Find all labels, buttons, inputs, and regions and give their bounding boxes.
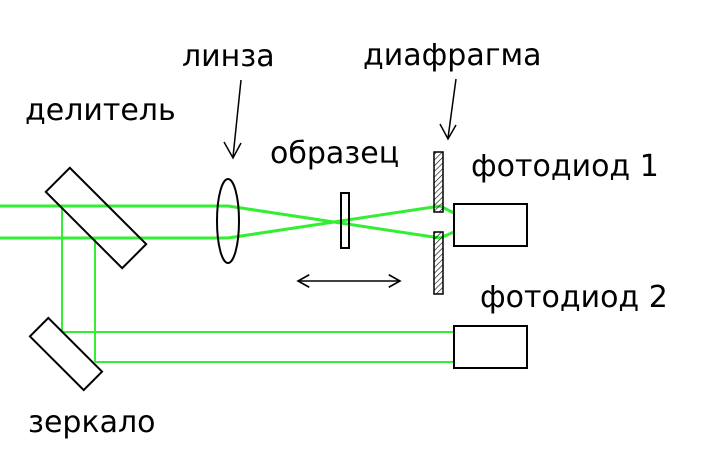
label-sample: образец <box>270 136 399 171</box>
beam-lower-focused <box>227 204 441 240</box>
diaphragm-lower-blade <box>433 231 444 295</box>
lens-pointer-arrow <box>223 79 242 160</box>
beam-splitter <box>44 166 148 270</box>
diaphragm <box>433 151 444 295</box>
laser-beams <box>0 204 455 240</box>
diaphragm-upper-blade <box>433 151 444 213</box>
photodiode-2 <box>453 325 528 369</box>
sample <box>340 192 350 249</box>
label-diaphragm: диафрагма <box>363 38 541 73</box>
label-photodiode-2: фотодиод 2 <box>480 280 668 315</box>
label-photodiode-1: фотодиод 1 <box>471 149 659 184</box>
label-mirror: зеркало <box>28 405 156 440</box>
lens <box>216 178 240 264</box>
photodiode-1 <box>453 203 528 247</box>
diaphragm-pointer-arrow <box>439 78 457 141</box>
mirror <box>28 316 104 392</box>
reference-beams <box>61 206 454 363</box>
label-lens: линза <box>182 39 275 74</box>
label-splitter: делитель <box>25 93 176 128</box>
